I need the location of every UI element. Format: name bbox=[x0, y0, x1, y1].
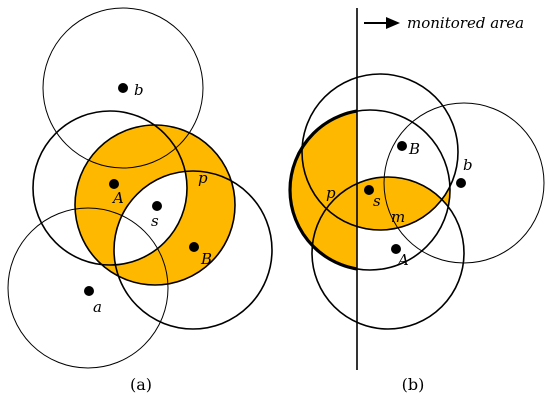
label-s-b: s bbox=[373, 192, 381, 210]
sensor-B-range-circle bbox=[113, 170, 273, 330]
label-p: p bbox=[198, 169, 208, 187]
overlap-a-b-hole bbox=[114, 171, 187, 265]
caption-b: (b) bbox=[402, 375, 425, 394]
sensor-A-range-circle bbox=[32, 110, 188, 266]
label-m-b: m bbox=[391, 208, 405, 226]
label-A-b: A bbox=[396, 251, 409, 269]
label-B: B bbox=[200, 250, 212, 268]
label-b: b bbox=[134, 81, 144, 99]
sensor-s-range-circle bbox=[74, 124, 236, 286]
label-A: A bbox=[111, 189, 124, 207]
sensor-a-range-circle bbox=[7, 207, 169, 369]
sensor-s-dot bbox=[152, 201, 162, 211]
label-B-b: B bbox=[408, 140, 420, 158]
panel-a: b A s p B a (a) bbox=[7, 7, 273, 394]
label-s: s bbox=[151, 212, 159, 230]
s-left-of-boundary-fill bbox=[290, 111, 357, 269]
sensor-s-dot-b bbox=[364, 185, 374, 195]
label-b-b: b bbox=[463, 156, 473, 174]
sensor-a-dot bbox=[84, 286, 94, 296]
sensor-B-dot bbox=[189, 242, 199, 252]
sensor-A-dot-b bbox=[391, 244, 401, 254]
sensor-s-boundary-arc bbox=[288, 109, 357, 271]
sensor-B-dot-b bbox=[397, 141, 407, 151]
monitored-area-arrow-head bbox=[386, 17, 400, 29]
label-a: a bbox=[93, 298, 102, 316]
label-p-b: p bbox=[326, 184, 336, 202]
sensor-A-dot bbox=[109, 179, 119, 189]
monitored-area-label: monitored area bbox=[407, 14, 524, 32]
sensor-upper-range-circle bbox=[301, 73, 459, 231]
sensor-lower-range-circle bbox=[311, 176, 465, 330]
caption-a: (a) bbox=[130, 375, 152, 394]
sensor-b-dot-b bbox=[456, 178, 466, 188]
sensor-b-dot bbox=[118, 83, 128, 93]
panel-b: monitored area B b p s m A (b) bbox=[288, 8, 545, 394]
sensor-b-range-circle bbox=[42, 7, 204, 169]
